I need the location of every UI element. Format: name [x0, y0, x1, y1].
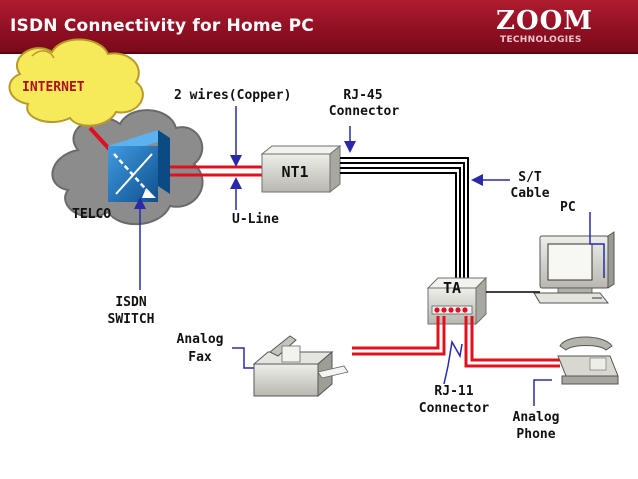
analog-phone-label-2: Phone	[516, 427, 556, 442]
ta-device	[426, 276, 488, 326]
nt1-device	[260, 144, 342, 194]
st-label-1: S/T	[518, 170, 542, 185]
phone-wires	[464, 316, 560, 368]
u-line-wires	[170, 165, 264, 177]
rj45-label-1: RJ-45	[343, 88, 383, 103]
internet-label: INTERNET	[22, 80, 85, 95]
page-title: ISDN Connectivity for Home PC	[10, 16, 314, 36]
ta-label: TA	[442, 279, 462, 297]
rj45-label-2: Connector	[328, 104, 400, 119]
isdn-switch-icon	[108, 130, 170, 202]
isdn-switch-label-2: SWITCH	[107, 312, 155, 327]
header-divider	[0, 52, 638, 54]
two-wires-label: 2 wires(Copper)	[174, 88, 292, 103]
pc-label: PC	[560, 200, 576, 215]
fax-machine-icon	[252, 335, 349, 398]
rj11-label-1: RJ-11	[434, 384, 474, 399]
logo-subtitle: TECHNOLOGIES	[500, 35, 582, 45]
internet-cloud	[8, 38, 144, 127]
analog-fax-label-1: Analog	[176, 332, 224, 347]
logo-wordmark: ZOOM	[496, 6, 594, 36]
header-bar: ISDN Connectivity for Home PC ZOOM TECHN…	[0, 0, 638, 52]
callout-lines	[134, 106, 605, 406]
rj11-label-2: Connector	[418, 401, 490, 416]
zoom-logo: ZOOM TECHNOLOGIES	[484, 6, 634, 48]
analog-fax-label-2: Fax	[188, 350, 212, 365]
st-label-2: Cable	[510, 186, 550, 201]
st-cable	[340, 157, 469, 282]
phone-icon	[557, 336, 619, 385]
analog-phone-label-1: Analog	[512, 410, 560, 425]
fax-wires	[352, 316, 446, 356]
nt1-label: NT1	[281, 163, 309, 181]
telco-label: TELCO	[72, 207, 112, 222]
isdn-switch-label-1: ISDN	[115, 295, 147, 310]
u-line-label: U-Line	[232, 212, 279, 227]
pc-icon	[533, 231, 615, 304]
